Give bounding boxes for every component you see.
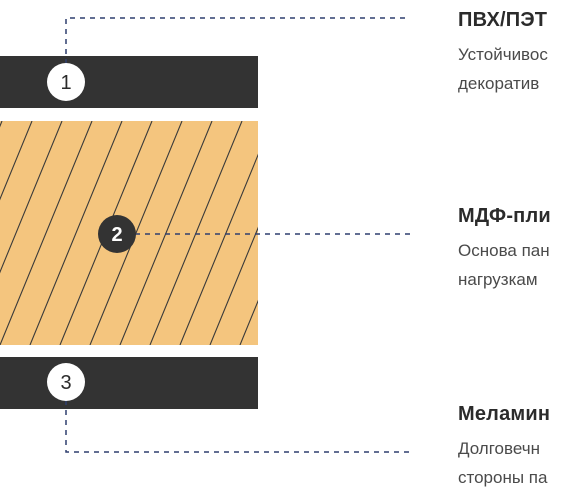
layer-label-3: Меламин Долговечн стороны па xyxy=(458,402,580,492)
hatch-line xyxy=(0,121,93,345)
hatch-line xyxy=(149,121,243,345)
hatch-line xyxy=(270,121,362,345)
layer-description-1-line-2: декоратив xyxy=(458,74,540,93)
bottom-layer-band xyxy=(0,357,258,409)
hatch-line xyxy=(209,226,258,345)
hatch-line xyxy=(239,299,258,345)
layer-description-1-line-1: Устойчивос xyxy=(458,45,548,64)
hatch-line xyxy=(330,121,422,345)
layer-title-1: ПВХ/ПЭТ xyxy=(458,9,548,31)
layer-description-3-line-2: стороны па xyxy=(458,468,548,487)
layer-description-1: Устойчивос декоратив xyxy=(458,40,580,98)
hatch-line xyxy=(119,121,213,345)
layer-badge-1-number: 1 xyxy=(60,72,71,94)
layer-title-2: МДФ-пли xyxy=(458,205,551,227)
hatch-line xyxy=(179,153,258,345)
hatch-line xyxy=(0,121,63,274)
layer-description-3-line-1: Долговечн xyxy=(458,439,540,458)
layer-badge-2-number: 2 xyxy=(111,224,122,246)
top-layer-band xyxy=(0,56,258,108)
layer-label-1: ПВХ/ПЭТ Устойчивос декоратив xyxy=(458,8,580,98)
layer-description-2-line-1: Основа пан xyxy=(458,241,550,260)
hatch-line xyxy=(29,121,123,345)
layer-description-3: Долговечн стороны па xyxy=(458,434,580,492)
layer-label-2: МДФ-пли Основа пан нагрузкам xyxy=(458,204,580,294)
hatch-line xyxy=(360,121,452,345)
layer-description-2: Основа пан нагрузкам xyxy=(458,236,580,294)
core-hatching xyxy=(0,121,452,345)
hatch-line xyxy=(300,121,392,345)
leader-line-3 xyxy=(65,400,410,453)
layer-badge-3-number: 3 xyxy=(60,372,71,394)
hatch-line xyxy=(0,121,33,201)
hatch-line xyxy=(89,121,183,345)
layer-title-3: Меламин xyxy=(458,403,551,425)
layer-description-2-line-2: нагрузкам xyxy=(458,270,538,289)
layer-badge-2: 2 xyxy=(98,215,136,253)
layer-badge-1: 1 xyxy=(47,63,85,101)
layer-badge-3: 3 xyxy=(47,363,85,401)
